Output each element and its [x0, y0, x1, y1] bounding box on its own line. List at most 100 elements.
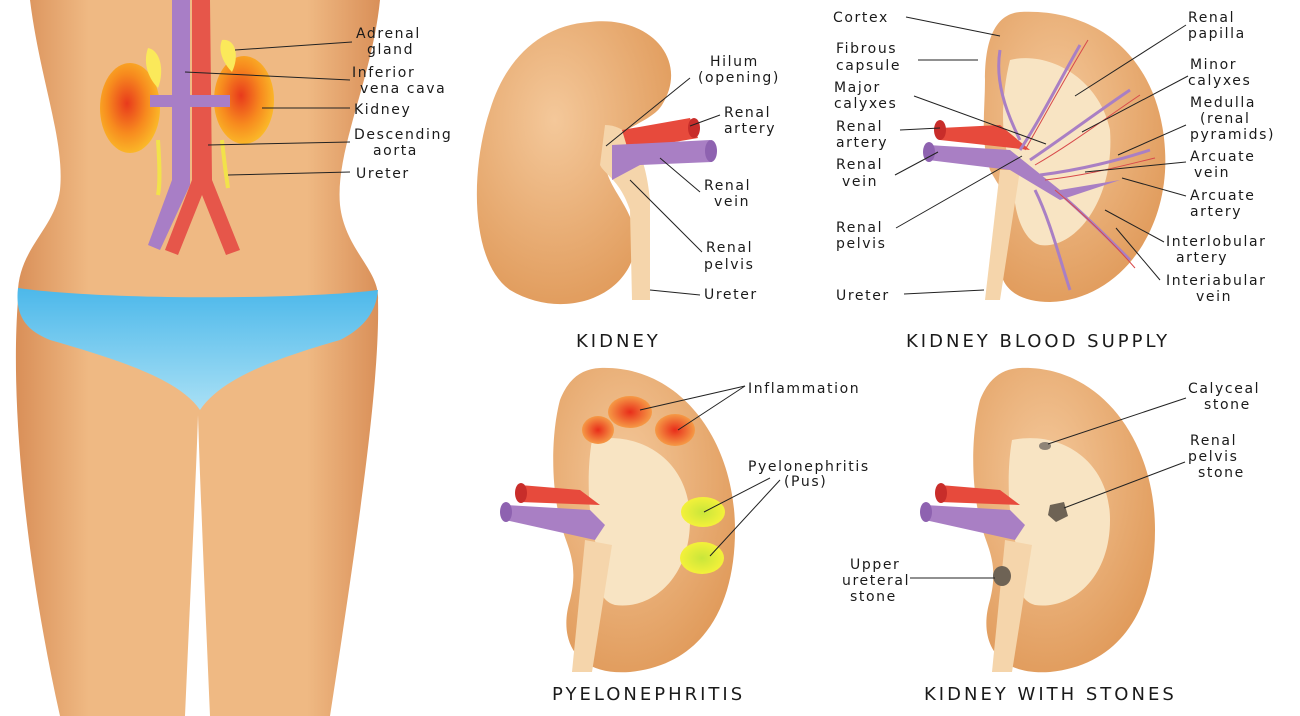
pyelo-renal-artery [520, 485, 600, 505]
upper-ureteral-stone [993, 566, 1011, 586]
label-major-calyxes-1: Major [834, 80, 881, 96]
label-medulla-3: pyramids) [1190, 127, 1275, 143]
title-pyelonephritis: PYELONEPHRITIS [552, 684, 745, 705]
label-arcuate-artery-2: artery [1190, 204, 1242, 220]
blood-renal-vein-end [923, 142, 935, 162]
pyelo-labels: Inflammation Pyelonephritis (Pus) PYELON… [552, 381, 870, 705]
label-renal-pelvis-blood-1: Renal [836, 220, 883, 236]
label-renal-pelvis-stone-1: Renal [1190, 433, 1237, 449]
label-renal-artery-1: Renal [724, 105, 771, 121]
label-arcuate-artery-1: Arcuate [1190, 188, 1255, 204]
pyelo-ureter [572, 540, 612, 672]
left-ureter [156, 139, 162, 196]
descending-aorta [165, 0, 240, 255]
kidney-leader-lines [605, 77, 721, 296]
renal-pelvis-stone [1048, 502, 1068, 522]
label-adrenal-gland-2: gland [367, 42, 414, 58]
label-adrenal-gland-1: Adrenal [356, 26, 421, 42]
left-adrenal [145, 48, 162, 88]
label-hilum-2: (opening) [698, 70, 780, 86]
torso-labels: Adrenal gland Inferior vena cava Kidney … [352, 26, 452, 182]
label-renal-vein-2: vein [714, 194, 750, 210]
pyelo-renal-vein-end [500, 502, 512, 522]
renal-vein-ext-end [705, 140, 717, 162]
right-kidney-torso [214, 56, 274, 144]
label-renal-papilla-2: papilla [1188, 26, 1246, 42]
label-inferior-vena-cava-2: vena cava [360, 81, 446, 97]
renal-artery-ext-end [688, 118, 700, 138]
left-kidney-torso [100, 63, 160, 153]
blood-labels: Cortex Fibrous capsule Major calyxes Ren… [833, 10, 1275, 352]
stones-renal-artery-end [935, 483, 947, 503]
label-renal-pelvis-stone-3: stone [1198, 465, 1245, 481]
label-renal-artery-2: artery [724, 121, 776, 137]
label-upper-ureteral-stone-2: ureteral [842, 573, 910, 589]
label-calyceal-stone-1: Calyceal [1188, 381, 1260, 397]
label-renal-pelvis-blood-2: pelvis [836, 236, 886, 252]
label-pus-1: Pyelonephritis [748, 459, 870, 475]
stones-renal-artery [940, 485, 1020, 505]
label-hilum-1: Hilum [710, 54, 759, 70]
vena-cava [148, 0, 190, 250]
label-renal-artery-blood-1: Renal [836, 119, 883, 135]
label-minor-calyxes-1: Minor [1190, 57, 1237, 73]
pus-2 [680, 542, 724, 574]
blood-arterial-branches [1024, 39, 1156, 269]
label-fibrous-capsule-2: capsule [836, 58, 901, 74]
label-fibrous-capsule-1: Fibrous [836, 41, 897, 57]
stones-renal-vein [925, 505, 1025, 540]
pyelo-renal-artery-end [515, 483, 527, 503]
underwear [17, 288, 379, 410]
kidney-shape [476, 21, 672, 305]
label-renal-vein-blood-2: vein [842, 174, 878, 190]
label-pus-2: (Pus) [784, 474, 827, 490]
title-kidney-with-stones: KIDNEY WITH STONES [924, 684, 1177, 705]
label-descending-aorta-1: Descending [354, 127, 452, 143]
label-renal-artery-blood-2: artery [836, 135, 888, 151]
label-renal-vein-1: Renal [704, 178, 751, 194]
label-interlobular-vein-2: vein [1196, 289, 1232, 305]
stones-labels: Calyceal stone Renal pelvis stone Upper … [842, 381, 1260, 705]
label-kidney-torso: Kidney [354, 102, 411, 118]
blood-leader-lines [894, 16, 1189, 295]
kidney-pyelonephritis [500, 367, 735, 673]
label-arcuate-vein-2: vein [1194, 165, 1230, 181]
pyelo-renal-vein [505, 505, 605, 540]
label-minor-calyxes-2: calyxes [1188, 73, 1251, 89]
kidney-external [476, 21, 717, 305]
label-renal-vein-blood-1: Renal [836, 157, 883, 173]
blood-ureter [985, 170, 1020, 300]
kidney-labels: Hilum (opening) Renal artery Renal vein … [576, 54, 780, 352]
label-arcuate-vein-1: Arcuate [1190, 149, 1255, 165]
pyelo-leader-lines [639, 385, 781, 557]
label-major-calyxes-2: calyxes [834, 96, 897, 112]
kidney-cross-section-blood [923, 11, 1166, 303]
label-upper-ureteral-stone-3: stone [850, 589, 897, 605]
label-ureter-blood: Ureter [836, 288, 890, 304]
label-renal-pelvis-stone-2: pelvis [1188, 449, 1238, 465]
inflammation-3 [582, 416, 614, 444]
label-interlobular-vein-1: Interiabular [1166, 273, 1267, 289]
label-renal-papilla-1: Renal [1188, 10, 1235, 26]
label-calyceal-stone-2: stone [1204, 397, 1251, 413]
label-medulla-1: Medulla [1190, 95, 1256, 111]
inflammation-2 [655, 414, 695, 446]
label-inferior-vena-cava-1: Inferior [352, 65, 415, 81]
label-upper-ureteral-stone-1: Upper [850, 557, 900, 573]
torso-figure [15, 0, 381, 716]
inflammation-1 [608, 396, 652, 428]
kidney-with-stones [920, 367, 1155, 673]
label-descending-aorta-2: aorta [373, 143, 418, 159]
title-kidney: KIDNEY [576, 331, 661, 352]
blood-renal-vein [928, 145, 1120, 200]
pus-1 [681, 497, 725, 527]
pyelo-kidney-inner [588, 438, 690, 606]
label-ureter-torso: Ureter [356, 166, 410, 182]
torso-leader-lines [184, 41, 353, 176]
label-medulla-2: (renal [1200, 111, 1250, 127]
title-blood-supply: KIDNEY BLOOD SUPPLY [906, 331, 1170, 352]
label-ureter-kidney: Ureter [704, 287, 758, 303]
stones-renal-vein-end [920, 502, 932, 522]
label-inflammation: Inflammation [748, 381, 860, 397]
